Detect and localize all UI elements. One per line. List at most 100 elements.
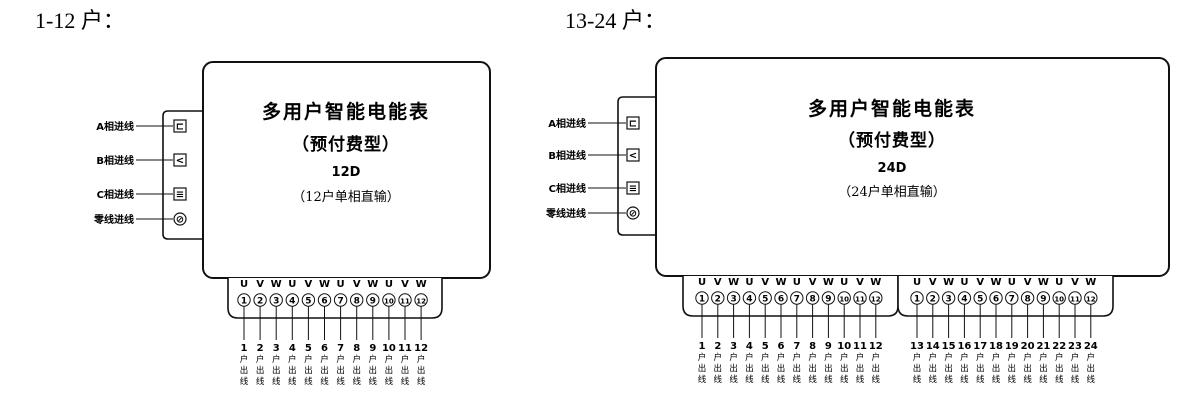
output-number: 4 [746,341,753,352]
terminal-number: 6 [778,295,784,305]
terminal-number: 11 [1070,296,1080,304]
output-char: 户 [304,354,313,365]
output-char: 出 [745,363,754,374]
output-char: 线 [352,376,361,387]
phase-label: U [840,277,848,288]
neutral-terminal [626,206,640,220]
output-char: 户 [745,352,754,363]
output-char: 出 [288,365,297,376]
terminal-symbol-icon: ⊏ [176,122,184,133]
output-char: 户 [288,354,297,365]
output-char: 户 [824,352,833,363]
terminal-box [173,187,187,201]
meter-name: 多用户智能电能表 [262,100,430,123]
terminal-symbol-icon: ≡ [176,190,184,201]
terminal-symbol-icon: < [629,151,637,162]
terminal-number: 4 [289,297,295,307]
section-title: 1-12 户： [35,8,125,33]
output-char: 线 [992,374,1001,385]
terminal-symbol-icon: ⊏ [629,119,637,130]
terminal-number: 12 [871,296,881,304]
output-char: 户 [352,354,361,365]
terminal-number: 5 [305,297,311,307]
terminal-number: 12 [1086,296,1096,304]
output-char: 线 [872,374,881,385]
output-char: 线 [824,374,833,385]
output-char: 线 [913,374,922,385]
neutral-symbol-icon: ⊘ [176,215,184,226]
output-char: 出 [304,365,313,376]
phase-label: U [698,277,706,288]
output-char: 出 [761,363,770,374]
phase-label: V [714,277,722,288]
terminal-number: 1 [241,297,247,307]
output-char: 线 [1039,374,1048,385]
output-number: 14 [926,341,940,352]
phase-label: U [337,279,345,290]
output-char: 线 [401,376,410,387]
output-char: 户 [913,352,922,363]
output-char: 出 [1071,363,1080,374]
output-char: 出 [240,365,249,376]
output-char: 户 [256,354,265,365]
phase-label: V [401,279,409,290]
output-number: 18 [989,341,1003,352]
terminal-number: 12 [416,298,426,306]
input-label: C相进线 [549,182,586,195]
input-terminal: B相进线< [548,148,640,162]
terminal-number: 3 [273,297,279,307]
phase-label: W [1085,277,1096,288]
terminal-symbol-icon: ≡ [629,184,637,195]
output-number: 3 [730,341,737,352]
terminal-box [626,116,640,130]
output-char: 出 [729,363,738,374]
output-char: 线 [288,376,297,387]
output-number: 7 [337,343,344,354]
output-char: 线 [1087,374,1096,385]
output-char: 出 [976,363,985,374]
phase-label: V [976,277,984,288]
output-char: 线 [240,376,249,387]
terminal-number: 5 [977,295,983,305]
output-char: 出 [1039,363,1048,374]
output-char: 出 [929,363,938,374]
output-char: 出 [401,365,410,376]
input-label: A相进线 [548,117,586,130]
output-char: 线 [1055,374,1064,385]
input-terminal-block [617,96,656,236]
terminal-symbol-icon: < [176,156,184,167]
output-number: 11 [398,343,412,354]
terminal-box [173,119,187,133]
terminal-number: 11 [400,298,410,306]
output-char: 出 [1023,363,1032,374]
output-char: 线 [944,374,953,385]
output-char: 线 [840,374,849,385]
output-char: 出 [824,363,833,374]
terminal-number: 10 [384,298,394,306]
output-char: 线 [1008,374,1017,385]
terminal-number: 2 [257,297,263,307]
terminal-number: 1 [699,295,705,305]
output-char: 户 [385,354,394,365]
phase-label: V [353,279,361,290]
output-char: 线 [256,376,265,387]
phase-label: U [288,279,296,290]
output-char: 出 [1008,363,1017,374]
output-char: 线 [745,374,754,385]
terminal-number: 6 [321,297,327,307]
phase-label: U [1008,277,1016,288]
output-number: 6 [321,343,328,354]
terminal-number: 6 [993,295,999,305]
output-char: 户 [1008,352,1017,363]
terminal-number: 11 [855,296,865,304]
output-char: 出 [417,365,426,376]
